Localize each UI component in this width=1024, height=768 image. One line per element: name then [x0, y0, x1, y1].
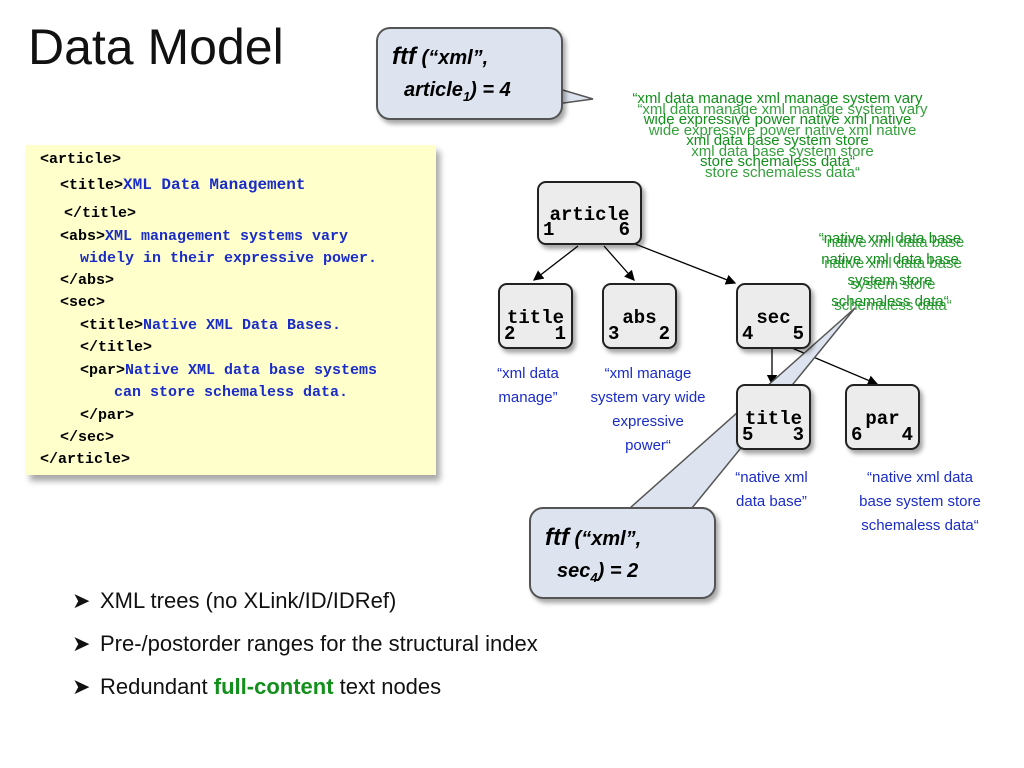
node-name: sec [756, 307, 791, 329]
callout-line-2: article1) = 4 [404, 79, 511, 104]
xml-line: <par>Native XML data base systems [80, 362, 378, 379]
node-article: article 1 6 [537, 181, 642, 245]
xml-line: </title> [64, 205, 137, 222]
node-name: article [549, 204, 630, 226]
xml-line: <article> [40, 151, 122, 168]
xml-line: can store schemaless data. [114, 384, 349, 401]
node-pre: 2 [504, 323, 516, 345]
bullet-item: ➤Redundant full-content text nodes [72, 674, 442, 699]
xml-line: </sec> [60, 429, 115, 446]
edge-article-abs [603, 245, 635, 281]
callout-line-2: sec4) = 2 [557, 560, 639, 585]
node-name: par [865, 408, 900, 430]
xml-line: widely in their expressive power. [80, 250, 378, 267]
node-pre: 5 [742, 424, 754, 446]
bullet-item: ➤Pre-/postorder ranges for the structura… [72, 631, 538, 656]
node-par: par 6 4 [845, 384, 920, 450]
node-post: 3 [792, 424, 804, 446]
edge-article-sec [629, 241, 737, 285]
node-post: 4 [901, 424, 913, 446]
xml-line: </par> [80, 407, 135, 424]
node-name: title [744, 408, 802, 430]
xml-document-note: <article> <title>XML Data Management </t… [26, 145, 436, 475]
node-pre: 4 [742, 323, 754, 345]
node-title-1: title 2 1 [498, 283, 573, 349]
node-sec: sec 4 5 [736, 283, 811, 349]
xml-line: <abs>XML management systems vary [60, 228, 349, 245]
node-abs: abs 3 2 [602, 283, 677, 349]
node-post: 5 [792, 323, 804, 345]
node-post: 6 [618, 219, 630, 241]
node-name: title [506, 307, 564, 329]
ftf-article-callout: ftf (“xml”, article1) = 4 [376, 27, 563, 120]
redundant-text-sec-echo: “native xml data base native xml data ba… [821, 234, 965, 314]
node-pre: 1 [543, 219, 555, 241]
redundant-text-sec: “native xml data base native xml data ba… [818, 230, 962, 310]
xml-line: <title>XML Data Management [60, 176, 306, 194]
xml-line: <sec> [60, 294, 106, 311]
arrow-bullet-icon: ➤ [72, 631, 91, 656]
node-pre: 3 [608, 323, 620, 345]
bullet-item: ➤XML trees (no XLink/ID/IDRef) [72, 588, 397, 613]
xml-line: </abs> [60, 272, 115, 289]
redundant-text-article: “xml data manage xml manage system vary … [632, 90, 923, 170]
callout-line-1: ftf (“xml”, [392, 43, 489, 70]
callout-line-1: ftf (“xml”, [545, 524, 642, 551]
edge-article-title [532, 245, 579, 281]
arrow-bullet-icon: ➤ [72, 588, 91, 613]
node-post: 2 [658, 323, 670, 345]
node-title-2: title 5 3 [736, 384, 811, 450]
node-pre: 6 [851, 424, 863, 446]
redundant-text-article-echo: “xml data manage xml manage system vary … [637, 101, 928, 181]
slide-title: Data Model [28, 19, 284, 75]
xml-line: </article> [40, 451, 131, 468]
ftf-sec-callout: ftf (“xml”, sec4) = 2 [529, 507, 716, 599]
node-name: abs [622, 307, 657, 329]
arrow-bullet-icon: ➤ [72, 674, 91, 699]
xml-line: <title>Native XML Data Bases. [80, 317, 342, 334]
xml-line: </title> [80, 339, 153, 356]
node-post: 1 [554, 323, 566, 345]
